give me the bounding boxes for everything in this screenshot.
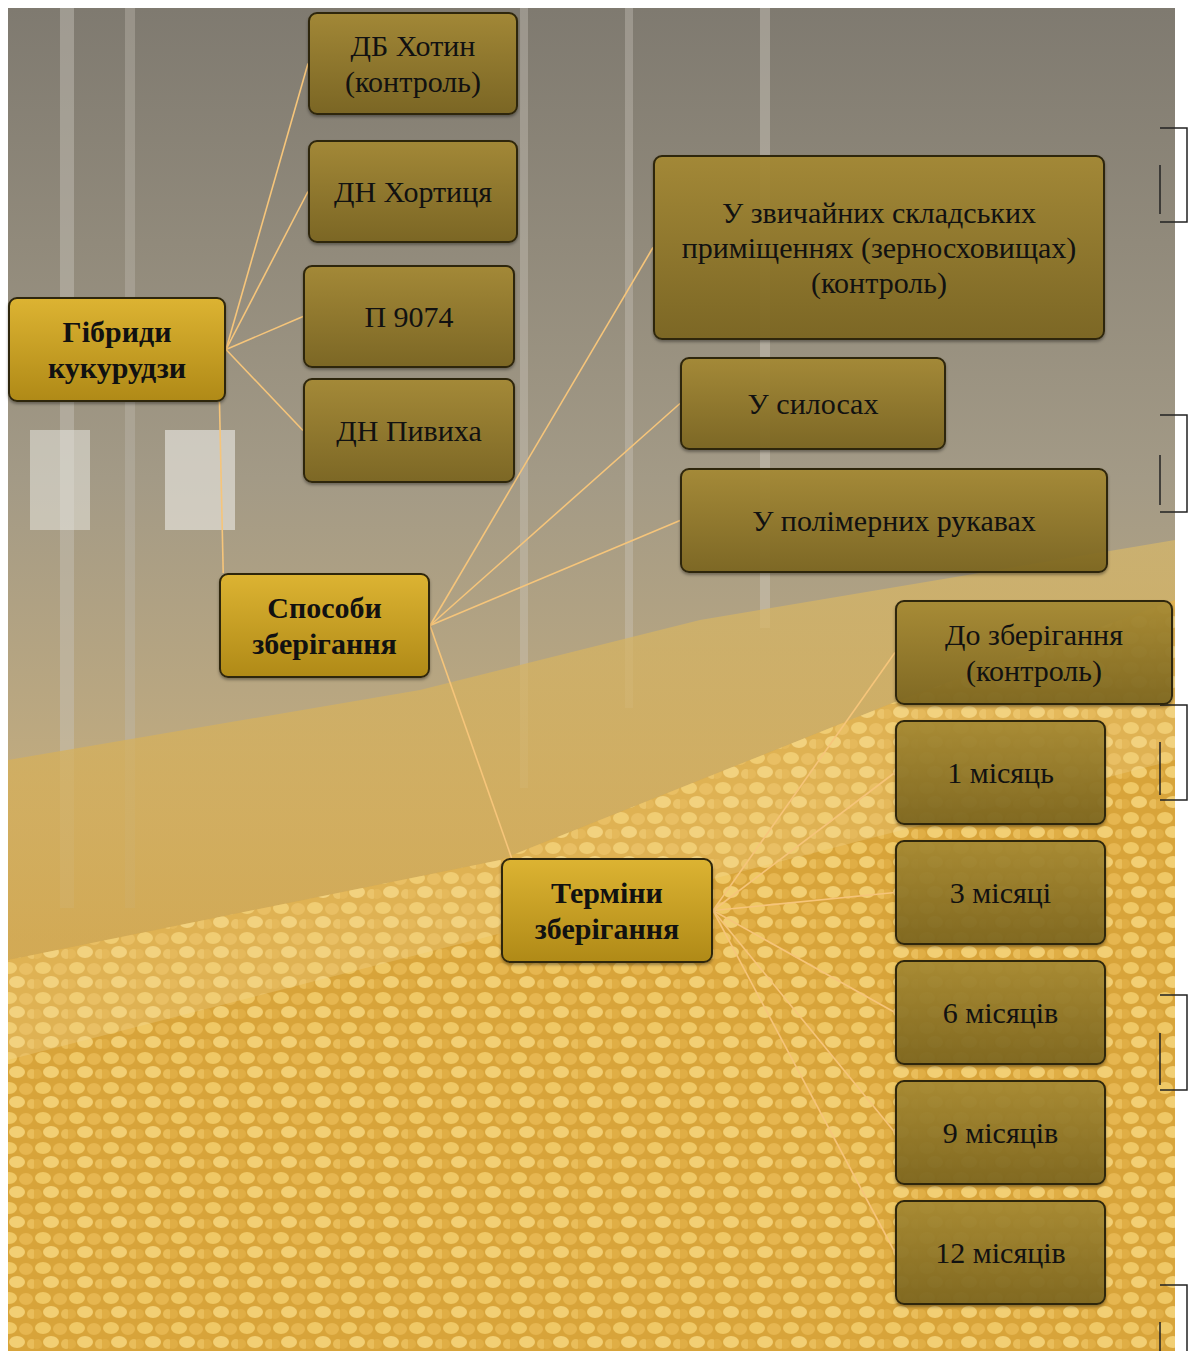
connector-line — [713, 773, 895, 911]
option-box: У полімерних рукавах — [680, 468, 1108, 573]
connector-line — [713, 911, 895, 1253]
node-label: У звичайних складських приміщеннях (зерн… — [661, 195, 1097, 300]
connector-line — [226, 350, 303, 431]
node-label: П 9074 — [364, 299, 453, 334]
node-label: У полімерних рукавах — [752, 503, 1036, 538]
option-box: 6 місяців — [895, 960, 1106, 1065]
connector-line — [713, 911, 895, 1013]
option-box: П 9074 — [303, 265, 515, 368]
node-label: 9 місяців — [943, 1115, 1059, 1150]
node-label: До зберігання (контроль) — [903, 617, 1165, 687]
connector-line — [430, 521, 680, 626]
option-box: 12 місяців — [895, 1200, 1106, 1305]
node-label: 12 місяців — [935, 1235, 1066, 1270]
option-box: У звичайних складських приміщеннях (зерн… — [653, 155, 1105, 340]
category-box: Гібриди кукурудзи — [8, 297, 226, 402]
connector-line — [713, 893, 895, 911]
node-label: ДН Хортиця — [334, 174, 492, 209]
node-label: Гібриди кукурудзи — [16, 314, 218, 384]
node-label: ДН Пивиха — [336, 413, 482, 448]
option-box: 1 місяць — [895, 720, 1106, 825]
bracket — [1160, 128, 1187, 1351]
connector-line — [219, 402, 223, 573]
node-label: 3 місяці — [950, 875, 1051, 910]
connector-line — [226, 192, 308, 350]
category-box: Способи зберігання — [219, 573, 430, 678]
connector-line — [713, 911, 895, 1133]
node-label: Терміни зберігання — [509, 875, 705, 945]
connector-line — [226, 64, 308, 350]
category-box: Терміни зберігання — [501, 858, 713, 963]
option-box: У силосах — [680, 357, 946, 450]
node-label: Способи зберігання — [227, 590, 422, 660]
option-box: 3 місяці — [895, 840, 1106, 945]
option-box: 9 місяців — [895, 1080, 1106, 1185]
node-label: 1 місяць — [947, 755, 1054, 790]
node-label: ДБ Хотин (контроль) — [316, 28, 510, 98]
connector-line — [430, 626, 512, 859]
option-box: ДН Хортиця — [308, 140, 518, 243]
node-label: У силосах — [748, 386, 879, 421]
option-box: ДН Пивиха — [303, 378, 515, 483]
option-box: До зберігання (контроль) — [895, 600, 1173, 705]
connector-line — [226, 317, 303, 350]
connector-line — [713, 653, 895, 911]
node-label: 6 місяців — [943, 995, 1059, 1030]
option-box: ДБ Хотин (контроль) — [308, 12, 518, 115]
